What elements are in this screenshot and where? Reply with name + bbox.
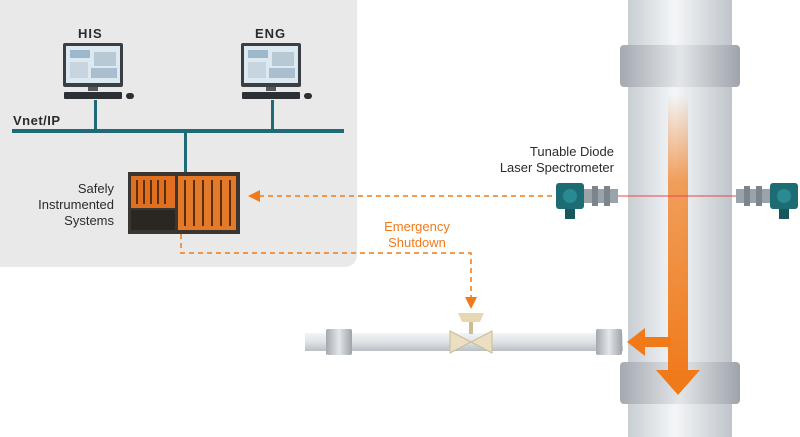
network-label: Vnet/IP — [13, 113, 61, 128]
shutdown-signal-line — [180, 234, 477, 309]
sis-label-line2: Instrumented — [38, 197, 114, 212]
esd-label-line2: Shutdown — [388, 235, 446, 250]
his-workstation-icon[interactable] — [63, 43, 134, 99]
eng-workstation-icon[interactable] — [241, 43, 312, 99]
shutdown-valve-icon[interactable] — [449, 313, 493, 354]
his-label: HIS — [78, 26, 103, 41]
eng-label: ENG — [255, 26, 287, 41]
tdls-receiver-icon[interactable] — [736, 183, 798, 219]
sis-label-line3: Systems — [64, 213, 114, 228]
vnet-ip-network-bus — [12, 100, 344, 173]
tdls-label-line2: Laser Spectrometer — [499, 160, 614, 175]
sis-label: Safely Instrumented Systems — [22, 181, 114, 229]
emergency-shutdown-label: Emergency Shutdown — [369, 219, 465, 251]
tdls-transmitter-icon[interactable] — [556, 183, 618, 219]
tdls-label-line1: Tunable Diode — [529, 144, 614, 159]
sis-controller-icon[interactable] — [128, 172, 240, 234]
process-flow-arrow — [656, 95, 700, 395]
branch-flow-arrow — [627, 328, 671, 356]
esd-label-line1: Emergency — [384, 219, 450, 234]
sis-label-line1: Safely — [77, 181, 114, 196]
tdls-label: Tunable Diode Laser Spectrometer — [476, 144, 614, 176]
